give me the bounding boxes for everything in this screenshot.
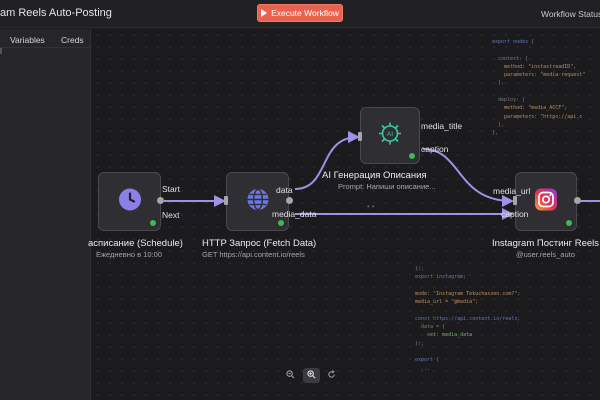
port-label-next: Next (162, 210, 180, 220)
code-line: method: "instastreadID", (492, 63, 577, 70)
port-label-caption-in: caption (501, 209, 529, 219)
zoom-out-button[interactable] (282, 368, 299, 383)
http-output-port[interactable] (286, 197, 293, 204)
code-line: data = { (415, 324, 446, 331)
port-label-start: Start (162, 184, 180, 194)
port-label-media-title: media_title (421, 121, 463, 131)
code-line: parameters: "media-request" (492, 72, 586, 79)
status-indicator (566, 220, 572, 226)
node-schedule[interactable] (98, 172, 161, 231)
code-line: deploy: { (492, 97, 526, 104)
port-label-data: data (276, 185, 293, 195)
workflow-title[interactable]: am Reels Auto-Posting (0, 7, 112, 19)
code-line: method: "media_ACCF", (492, 105, 568, 112)
drag-handle-dots[interactable]: •• (367, 202, 377, 211)
code-line: }, (492, 80, 505, 87)
execute-workflow-label: Execute Workflow (271, 8, 339, 18)
zoom-in-button[interactable] (303, 368, 320, 383)
instagram-icon (535, 188, 557, 215)
code-preview-bottom: }); export instagram; mode: "Instagram T… (415, 265, 520, 373)
code-preview-top: export nodes { context: { method: "insta… (492, 38, 585, 138)
node-subtitle-schedule: Ежедневно в 10:00 (96, 250, 162, 259)
workflow-status-link[interactable]: Workflow Status (541, 9, 600, 19)
panel-divider (0, 47, 91, 48)
instagram-input-port[interactable] (513, 196, 517, 205)
top-bar: am Reels Auto-Posting Execute Workflow W… (0, 0, 600, 28)
status-indicator (409, 153, 415, 159)
globe-icon (246, 187, 270, 216)
left-panel: Variables Creds (0, 29, 91, 400)
node-instagram-posting[interactable] (515, 172, 577, 231)
reset-icon (327, 370, 336, 381)
node-subtitle-http: GET https://api.content.io/reels (202, 250, 305, 259)
code-line: export nodes { (492, 39, 535, 45)
node-title-ai: AI Генерация Описания (322, 170, 427, 181)
code-line: }, (492, 130, 499, 137)
port-label-media-data: media_data (272, 209, 317, 219)
node-ai-generation[interactable]: AI (360, 107, 420, 164)
svg-text:AI: AI (387, 131, 393, 138)
node-http-request[interactable] (226, 172, 289, 231)
ai-chip-icon: AI (377, 120, 403, 151)
code-line: }); (415, 266, 425, 272)
ai-input-port[interactable] (358, 132, 362, 141)
instagram-output-port[interactable] (574, 197, 581, 204)
code-line: export instagram; (415, 274, 467, 281)
panel-marker (0, 48, 2, 54)
status-indicator (150, 220, 156, 226)
code-line: parameters: "https://api.c (492, 113, 583, 120)
schedule-output-port[interactable] (157, 197, 164, 204)
code-line: export { (415, 357, 440, 364)
zoom-out-icon (286, 370, 295, 381)
execute-workflow-button[interactable]: Execute Workflow (257, 4, 343, 22)
code-line: const https://api.content.io/reels; (415, 315, 521, 322)
tab-creds[interactable]: Creds (61, 35, 84, 45)
node-subtitle-instagram: @user.reels_auto (516, 250, 575, 259)
node-title-schedule: асписание (Schedule) (88, 238, 183, 249)
node-title-instagram: Instagram Постинг Reels (492, 238, 600, 249)
status-indicator (278, 220, 284, 226)
reset-view-button[interactable] (323, 368, 340, 383)
play-icon (261, 9, 268, 17)
code-line: }, (492, 121, 505, 128)
node-subtitle-ai: Prompt: Напиши описание... (338, 182, 436, 191)
node-title-http: HTTP Запрос (Fetch Data) (202, 238, 317, 249)
code-line: context: { (492, 55, 529, 62)
http-input-port[interactable] (224, 196, 228, 205)
zoom-in-icon (307, 370, 316, 381)
clock-icon (118, 187, 142, 216)
port-label-media-url: media_url (493, 186, 531, 196)
code-line: mode: "Instagram Tekuchaszen.com?"; (415, 290, 521, 297)
code-line: media_url = "@media"; (415, 299, 479, 306)
code-line: ... (415, 365, 431, 372)
tab-variables[interactable]: Variables (10, 35, 45, 45)
code-line: set: media_data (415, 332, 473, 339)
code-line: }); (415, 340, 425, 347)
port-label-caption-out: caption (421, 144, 449, 154)
